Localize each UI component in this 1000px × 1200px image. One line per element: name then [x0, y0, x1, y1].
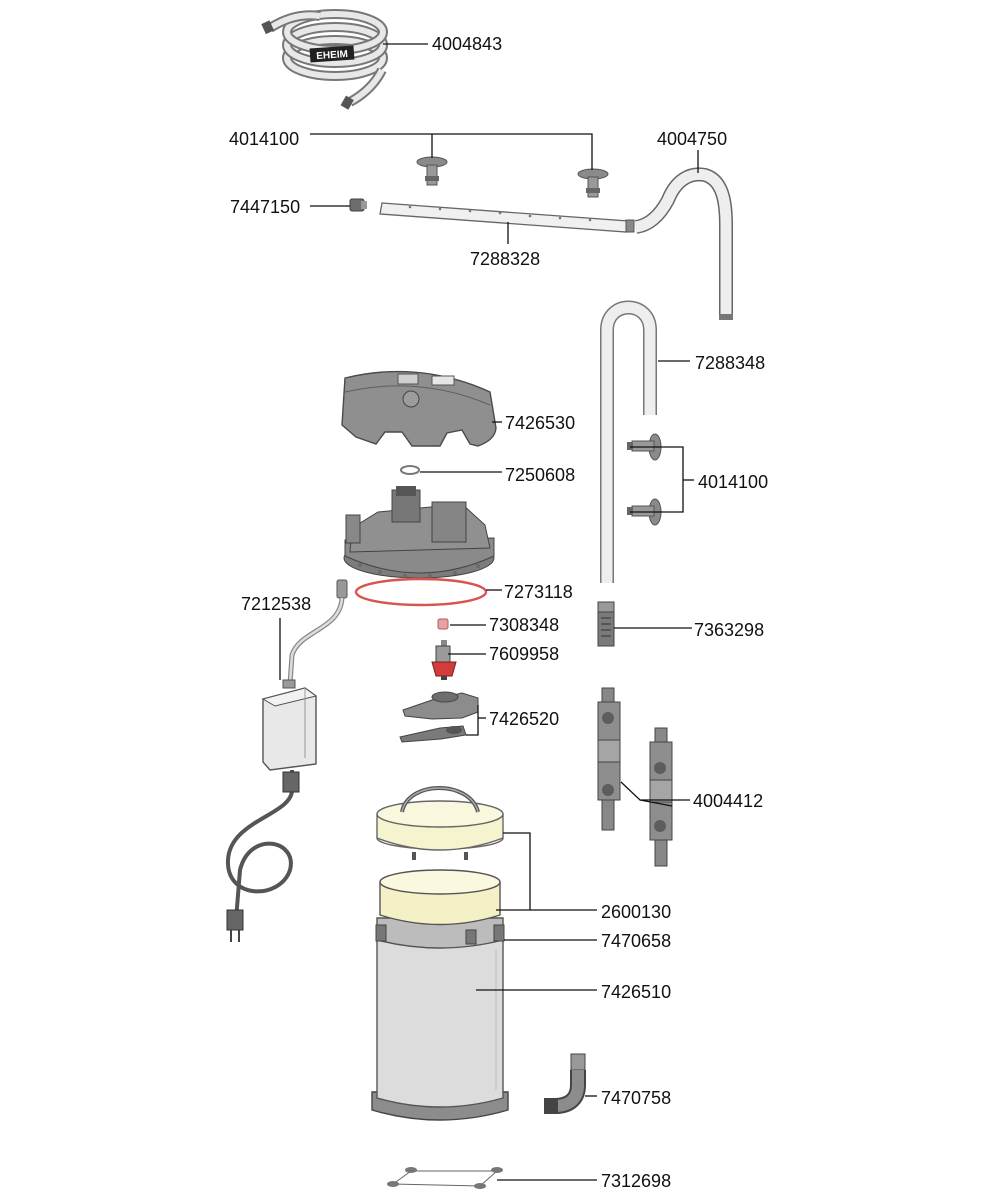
intake-tube-drawing: [600, 300, 657, 583]
part-number-7212538: 7212538: [241, 594, 311, 614]
part-number-4004843: 4004843: [432, 34, 502, 54]
pump-head-drawing: [343, 486, 495, 579]
part-number-7447150: 7447150: [230, 197, 300, 217]
part-number-7470758: 7470758: [601, 1088, 671, 1108]
hose-logo: EHEIM: [316, 49, 348, 62]
small-o-ring-drawing: [400, 465, 420, 475]
part-number-7426510: 7426510: [601, 982, 671, 1002]
part-number-7426530: 7426530: [505, 413, 575, 433]
part-number-4014100-right: 4014100: [698, 472, 768, 492]
coupling-parts-drawing: [399, 691, 479, 743]
part-number-labels: 4004843 4014100 4004750 7447150 7288328 …: [229, 34, 768, 1191]
intake-strainer-drawing: [597, 601, 615, 647]
outlet-bend-drawing: [634, 167, 733, 320]
part-number-7363298: 7363298: [694, 620, 764, 640]
impeller-drawing: [431, 640, 457, 680]
part-number-7470658: 7470658: [601, 931, 671, 951]
suction-cup-icon: [416, 156, 448, 186]
sealing-ring-drawing: [354, 577, 488, 607]
part-number-7288328: 7288328: [470, 249, 540, 269]
end-cap-drawing: [349, 198, 367, 212]
double-tap-units-drawing: [597, 687, 673, 867]
part-number-2600130: 2600130: [601, 902, 671, 922]
part-number-7312698: 7312698: [601, 1171, 671, 1191]
rubber-feet-drawing: [387, 1167, 503, 1189]
part-number-4014100-top: 4014100: [229, 129, 299, 149]
part-number-7288348: 7288348: [695, 353, 765, 373]
canister-drawing: [371, 869, 509, 1121]
elbow-connector-drawing: [544, 1053, 586, 1114]
impeller-cap-drawing: [437, 618, 449, 630]
hose-coil-drawing: EHEIM: [261, 9, 388, 110]
part-number-7609958: 7609958: [489, 644, 559, 664]
part-number-7273118: 7273118: [504, 582, 573, 602]
leader-lines: [279, 43, 699, 1181]
part-number-4004412: 4004412: [693, 791, 763, 811]
part-number-7250608: 7250608: [505, 465, 575, 485]
part-number-7308348: 7308348: [489, 615, 559, 635]
power-supply-drawing: [225, 579, 348, 942]
filter-basket-drawing: [376, 786, 504, 860]
pump-cover-drawing: [341, 370, 497, 447]
spray-bar-drawing: [379, 202, 635, 233]
suction-cup-icon: [577, 168, 609, 198]
part-number-4004750: 4004750: [657, 129, 727, 149]
part-number-7426520: 7426520: [489, 709, 559, 729]
